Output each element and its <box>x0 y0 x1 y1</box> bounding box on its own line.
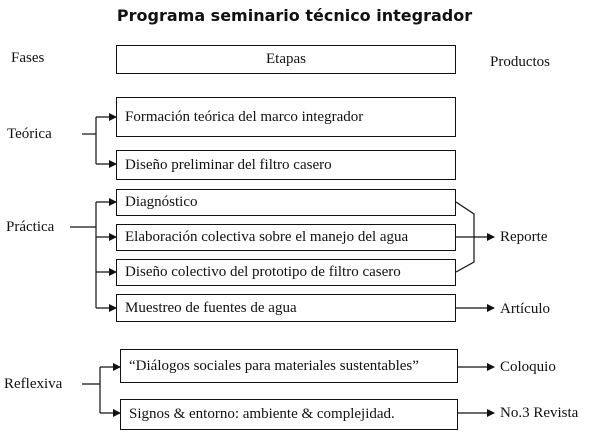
stage-formacion-box: Formación teórica del marco integrador <box>116 97 456 137</box>
product-revista: No.3 Revista <box>500 405 579 421</box>
stage-elaboracion-label: Elaboración colectiva sobre el manejo de… <box>125 229 409 245</box>
phase-teorica: Teórica <box>7 126 52 142</box>
stage-dialogos-box: “Diálogos sociales para materiales suste… <box>120 349 458 383</box>
header-etapas-label: Etapas <box>266 51 306 67</box>
header-fases: Fases <box>11 50 45 66</box>
product-coloquio: Coloquio <box>500 359 556 375</box>
stage-diseno-colectivo-box: Diseño colectivo del prototipo de filtro… <box>116 259 456 286</box>
header-etapas-box: Etapas <box>116 45 456 74</box>
stage-diseno-preliminar-box: Diseño preliminar del filtro casero <box>116 150 456 180</box>
stage-elaboracion-box: Elaboración colectiva sobre el manejo de… <box>116 224 456 251</box>
stage-diseno-colectivo-label: Diseño colectivo del prototipo de filtro… <box>125 264 401 280</box>
stage-formacion-label: Formación teórica del marco integrador <box>125 108 364 125</box>
product-reporte: Reporte <box>500 229 548 245</box>
header-productos: Productos <box>490 54 550 70</box>
stage-signos-box: Signos & entorno: ambiente & complejidad… <box>120 399 458 430</box>
stage-signos-label: Signos & entorno: ambiente & complejidad… <box>129 406 395 422</box>
stage-diagnostico-box: Diagnóstico <box>116 189 456 216</box>
stage-diseno-preliminar-label: Diseño preliminar del filtro casero <box>125 156 332 173</box>
phase-reflexiva: Reflexiva <box>4 376 63 392</box>
stage-dialogos-label: “Diálogos sociales para materiales suste… <box>129 357 419 374</box>
phase-practica: Práctica <box>6 219 55 235</box>
product-articulo: Artículo <box>500 301 550 317</box>
reporte-bracket-line <box>455 201 475 273</box>
stage-muestreo-box: Muestreo de fuentes de agua <box>116 294 456 322</box>
stage-muestreo-label: Muestreo de fuentes de agua <box>125 299 297 316</box>
stage-diagnostico-label: Diagnóstico <box>125 194 198 210</box>
diagram-title: Programa seminario técnico integrador <box>116 6 473 25</box>
